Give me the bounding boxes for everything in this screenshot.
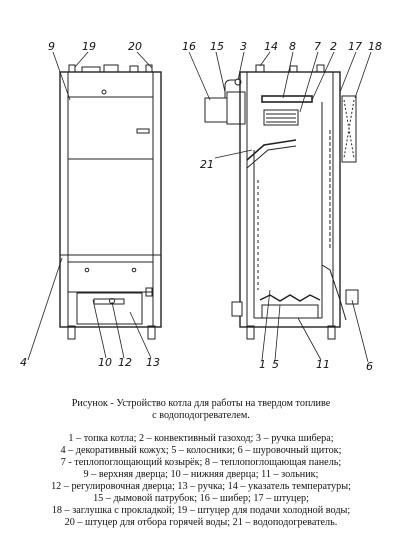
legend-line: 15 – дымовой патрубок; 16 – шибер; 17 – …: [93, 493, 309, 504]
leader-lines: [27, 51, 372, 363]
callout-16: 16: [182, 40, 196, 53]
legend-line: 9 – верхняя дверца; 10 – нижняя дверца; …: [83, 469, 319, 480]
legend-line: 12 – регулировочная дверца; 13 – ручка; …: [51, 481, 351, 492]
caption-line-1: Рисунок - Устройство котла для работы на…: [71, 398, 331, 409]
legend-line: 4 – декоративный кожух; 5 – колосники; 6…: [60, 445, 342, 456]
legend-line: 7 - теплопоглощающий козырёк; 8 – теплоп…: [60, 457, 342, 468]
callout-15: 15: [210, 40, 224, 53]
callout-13: 13: [146, 356, 160, 369]
callout-11: 11: [316, 358, 330, 371]
caption-line-2: с водоподогревателем.: [152, 410, 250, 421]
callout-10: 10: [98, 356, 112, 369]
callout-2: 2: [330, 40, 337, 53]
front-view: [59, 64, 162, 340]
callout-8: 8: [289, 40, 296, 53]
callout-4: 4: [20, 356, 27, 369]
callout-7: 7: [314, 40, 321, 53]
boiler-drawing: 9 19 20 4 10 12 13 16 15 3 14 8 7 2 17 1…: [20, 40, 382, 373]
callout-5: 5: [272, 358, 279, 371]
legend: 1 – топка котла; 2 – конвективный газохо…: [0, 433, 402, 529]
legend-line: 1 – топка котла; 2 – конвективный газохо…: [68, 433, 334, 444]
section-view: [204, 64, 359, 340]
callout-numbers: 9 19 20 4 10 12 13 16 15 3 14 8 7 2 17 1…: [20, 40, 382, 373]
callout-19: 19: [82, 40, 96, 53]
callout-6: 6: [366, 360, 373, 373]
callout-18: 18: [368, 40, 382, 53]
callout-12: 12: [118, 356, 132, 369]
callout-9: 9: [48, 40, 55, 53]
callout-14: 14: [264, 40, 278, 53]
legend-line: 18 – заглушка с прокладкой; 19 – штуцер …: [51, 505, 351, 516]
callout-3: 3: [240, 40, 247, 53]
callout-1: 1: [259, 358, 266, 371]
legend-line: 20 – штуцер для отбора горячей воды; 21 …: [64, 517, 338, 528]
figure-caption: Рисунок - Устройство котла для работы на…: [0, 398, 402, 422]
callout-20: 20: [128, 40, 142, 53]
callout-21: 21: [200, 158, 214, 171]
callout-17: 17: [348, 40, 362, 53]
